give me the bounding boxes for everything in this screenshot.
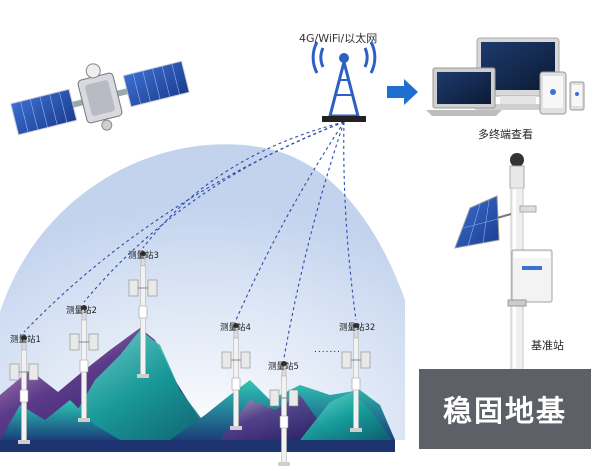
satellite-icon (10, 60, 190, 136)
base-station (454, 153, 553, 371)
measurement-station (269, 361, 299, 466)
measurement-station (69, 305, 99, 422)
wireless-link (142, 121, 345, 249)
wireless-link (343, 121, 357, 321)
wireless-link (283, 121, 345, 359)
base-station-label: 基准站 (531, 339, 564, 352)
terminal-label: 多终端查看 (478, 128, 533, 141)
station-label: 测量站32 (339, 323, 376, 333)
measurement-station (221, 323, 251, 430)
station-label: 测量站5 (268, 362, 299, 372)
arrow-right-icon (387, 79, 418, 105)
station-label: 测量站4 (220, 323, 251, 333)
ellipsis-label: ....... (314, 345, 342, 355)
station-label: 测量站3 (128, 251, 159, 261)
wireless-link (83, 121, 345, 303)
slogan-banner: 稳固地基 (419, 369, 591, 449)
measurement-station (9, 335, 39, 444)
network-label: 4G/WiFi/以太网 (299, 32, 378, 45)
solar-panel-icon (454, 195, 512, 249)
measurement-station (128, 251, 158, 378)
measurement-stations (9, 251, 371, 466)
station-label: 测量站2 (66, 306, 97, 316)
measurement-station (341, 323, 371, 432)
antenna-tower-icon (311, 41, 377, 122)
station-label: 测量站1 (10, 335, 41, 345)
wireless-links (23, 121, 357, 359)
devices-icon (426, 37, 585, 116)
